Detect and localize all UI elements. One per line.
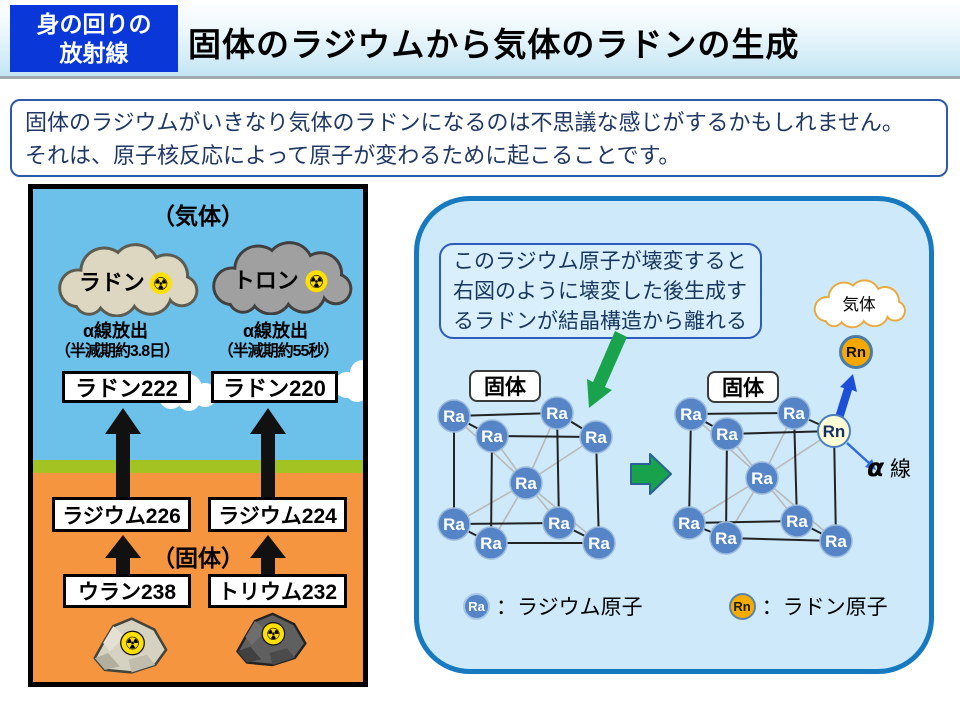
radiation-icon bbox=[305, 270, 328, 293]
legend-radium: Ra ：ラジウム原子 bbox=[463, 591, 643, 621]
category-badge: 身の回りの 放射線 bbox=[10, 5, 178, 72]
alpha-arrow bbox=[846, 442, 876, 470]
green-pointer-arrow bbox=[587, 331, 627, 408]
radon-cloud: ラドン ☢ bbox=[58, 243, 199, 317]
thoron-emission-label: α線放出 bbox=[242, 321, 309, 341]
badge-line1: 身の回りの bbox=[36, 10, 152, 37]
svg-text:Ra: Ra bbox=[786, 512, 808, 531]
callout-line1: このラジウム原子が壊変すると bbox=[453, 250, 747, 273]
page-title: 固体のラジウムから気体のラドンの生成 bbox=[188, 26, 800, 63]
svg-text:Ra: Ra bbox=[678, 514, 700, 533]
thoron-cloud-label: トロン bbox=[233, 268, 299, 293]
radiation-icon bbox=[120, 630, 145, 656]
badge-line2: 放射線 bbox=[59, 39, 129, 66]
svg-text:Ra: Ra bbox=[715, 529, 737, 548]
decay-chain-panel: （気体） ラドン ☢ トロン ☢ α線放出 α線放出 bbox=[28, 184, 368, 687]
svg-text:Ra: Ra bbox=[443, 515, 465, 534]
intro-box: 固体のラジウムがいきなり気体のラドンになるのは不思議な感じがするかもしれません。… bbox=[10, 99, 948, 177]
radon-halflife-label: （半減期約3.8日） bbox=[54, 343, 180, 360]
crystal-explanation-panel: このラジウム原子が壊変すると 右図のように壊変した後生成す るラドンが結晶構造か… bbox=[414, 196, 934, 674]
svg-text:Ra: Ra bbox=[481, 427, 503, 446]
svg-text:Ra: Ra bbox=[443, 407, 465, 426]
svg-text:Ra: Ra bbox=[480, 534, 502, 553]
decay-arrow-radon220 bbox=[250, 408, 286, 498]
solid-tag-right: 固体 bbox=[707, 371, 779, 403]
decay-arrow-ra226 bbox=[105, 535, 141, 575]
legend: Ra ：ラジウム原子 Rn ：ラドン原子 bbox=[463, 591, 903, 621]
alpha-ray-label: α 線 bbox=[867, 453, 912, 482]
svg-text:Ra: Ra bbox=[825, 532, 847, 551]
thorium-ore-rock: ☢ bbox=[236, 612, 307, 667]
legend-radium-label: ：ラジウム原子 bbox=[496, 596, 643, 619]
legend-radon-label: ：ラドン原子 bbox=[761, 596, 888, 619]
thoron-halflife-label: （半減期約55秒） bbox=[217, 343, 340, 360]
radon-atom-icon: Rn bbox=[728, 592, 756, 620]
radon-atom-in-crystal bbox=[817, 414, 851, 448]
svg-text:Ra: Ra bbox=[716, 425, 738, 444]
radiation-icon bbox=[149, 272, 172, 295]
svg-text:Ra: Ra bbox=[585, 428, 607, 447]
escaped-radon-atom: Rn bbox=[839, 335, 873, 369]
svg-text:☢: ☢ bbox=[266, 624, 281, 644]
nuclide-box-radon220: ラドン220 bbox=[211, 371, 338, 403]
radon-cloud-label: ラドン bbox=[79, 270, 145, 295]
radium-atom-icon: Ra bbox=[463, 592, 490, 620]
solid-state-label: （固体） bbox=[152, 545, 244, 571]
svg-text:Ra: Ra bbox=[751, 469, 773, 488]
svg-text:Ra: Ra bbox=[548, 514, 570, 533]
svg-text:☢: ☢ bbox=[125, 635, 141, 655]
nuclide-box-radium224: ラジウム224 bbox=[208, 497, 347, 532]
svg-text:Ra: Ra bbox=[588, 534, 610, 553]
gas-state-label: （気体） bbox=[152, 203, 244, 229]
crystal-diagram: Ra Ra Ra Ra Ra Ra Ra Ra Ra bbox=[437, 331, 876, 560]
legend-radon: Rn ：ラドン原子 bbox=[728, 591, 888, 621]
nuclide-box-radon222: ラドン222 bbox=[62, 371, 191, 403]
gas-cloud: 気体 bbox=[813, 279, 906, 329]
callout-line2: 右図のように壊変した後生成す bbox=[453, 280, 747, 303]
intro-line1: 固体のラジウムがいきなり気体のラドンになるのは不思議な感じがするかもしれません。 bbox=[25, 110, 904, 135]
decay-arrow-ra224 bbox=[250, 535, 286, 575]
svg-text:Ra: Ra bbox=[546, 404, 568, 423]
intro-line2: それは、原子核反応によって原子が変わるために起こることです。 bbox=[25, 143, 681, 168]
radon-emission-label: α線放出 bbox=[82, 321, 149, 341]
svg-text:Rn: Rn bbox=[823, 422, 846, 441]
svg-text:Ra: Ra bbox=[515, 474, 537, 493]
nuclide-box-thorium232: トリウム232 bbox=[208, 574, 347, 608]
grass-strip bbox=[33, 460, 363, 473]
crystal-right: Ra Ra Ra Rn Ra Ra Ra Ra Ra bbox=[672, 396, 853, 558]
callout-box: このラジウム原子が壊変すると 右図のように壊変した後生成す るラドンが結晶構造か… bbox=[439, 243, 762, 339]
callout-line3: るラドンが結晶構造から離れる bbox=[453, 310, 747, 333]
svg-text:☢: ☢ bbox=[309, 273, 325, 293]
nuclide-box-radium226: ラジウム226 bbox=[52, 497, 191, 532]
thoron-cloud: トロン ☢ bbox=[212, 241, 353, 315]
transform-arrow bbox=[630, 453, 672, 495]
uranium-ore-rock: ☢ bbox=[93, 617, 168, 674]
gas-cloud-label: 気体 bbox=[842, 295, 876, 314]
svg-text:Ra: Ra bbox=[783, 404, 805, 423]
crystal-left: Ra Ra Ra Ra Ra Ra Ra Ra Ra bbox=[437, 396, 616, 560]
radiation-icon bbox=[261, 622, 286, 646]
svg-text:Ra: Ra bbox=[680, 405, 702, 424]
nuclide-box-uranium238: ウラン238 bbox=[63, 574, 191, 608]
escape-arrow bbox=[835, 374, 857, 419]
svg-text:☢: ☢ bbox=[153, 275, 169, 295]
small-cloud bbox=[334, 360, 363, 402]
decay-arrow-radon222 bbox=[105, 408, 141, 498]
solid-tag-left: 固体 bbox=[469, 370, 541, 402]
